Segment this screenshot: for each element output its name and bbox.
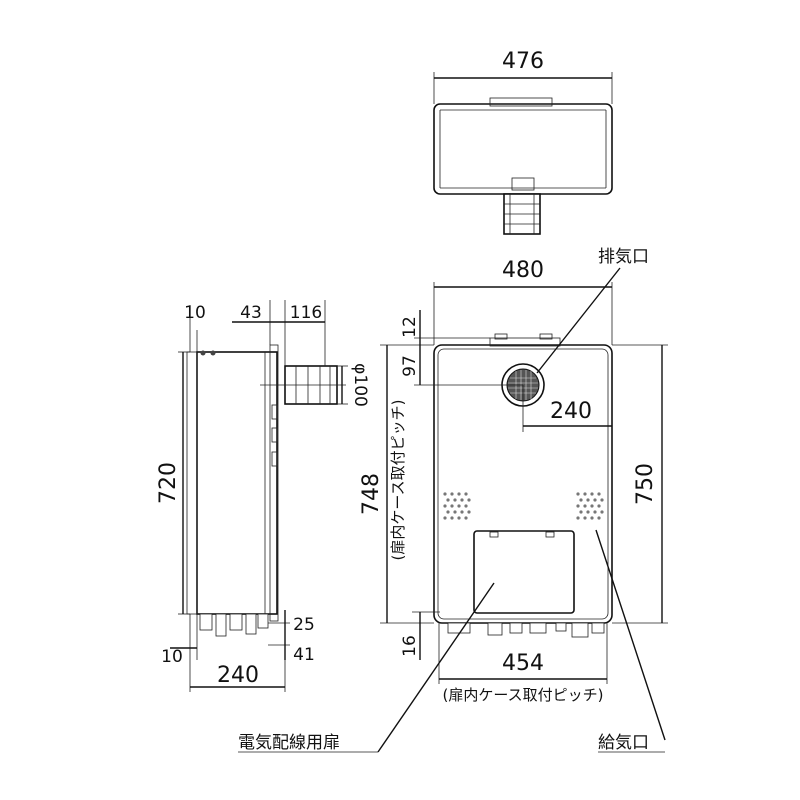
exhaust-offset-h-label: 240 bbox=[550, 399, 592, 424]
side-top-b-label: 43 bbox=[240, 303, 262, 323]
exhaust-offset-v-label: 97 bbox=[400, 355, 420, 377]
case-pitch-height-label: 748 bbox=[359, 473, 384, 515]
intake-vent-right bbox=[576, 492, 604, 520]
side-bottom-a-label: 25 bbox=[293, 615, 315, 635]
side-bottom-b-label: 41 bbox=[293, 645, 315, 665]
side-height-label: 720 bbox=[156, 462, 181, 504]
side-bottom-left-label: 10 bbox=[161, 647, 183, 667]
top-margin-label: 12 bbox=[400, 316, 420, 338]
side-top-c-label: 116 bbox=[290, 303, 322, 323]
intake-callout-label: 給気口 bbox=[598, 733, 649, 753]
wiring-door-callout-label: 電気配線用扉 bbox=[238, 733, 340, 753]
pipe-diameter-label: φ100 bbox=[350, 363, 370, 407]
side-view: 10 43 116 φ100 720 25 41 10 240 bbox=[156, 300, 370, 692]
intake-vent-left bbox=[443, 492, 471, 520]
top-width-label: 476 bbox=[502, 49, 544, 74]
callouts: 排気口 給気口 電気配線用扉 bbox=[238, 247, 666, 753]
exhaust-callout-label: 排気口 bbox=[598, 247, 649, 267]
front-view: 480 bbox=[359, 258, 668, 704]
front-height-label: 750 bbox=[633, 463, 658, 505]
case-pitch-height-note: (扉内ケース取付ピッチ) bbox=[389, 400, 407, 561]
bottom-offset-label: 16 bbox=[400, 635, 420, 657]
wiring-door bbox=[473, 530, 575, 614]
side-depth-label: 240 bbox=[217, 663, 259, 688]
side-top-a-label: 10 bbox=[184, 303, 206, 323]
case-pitch-width-label: 454 bbox=[502, 651, 544, 676]
front-width-label: 480 bbox=[502, 258, 544, 283]
top-view: 476 bbox=[433, 49, 613, 235]
case-pitch-width-note: (扉内ケース取付ピッチ) bbox=[443, 686, 604, 704]
